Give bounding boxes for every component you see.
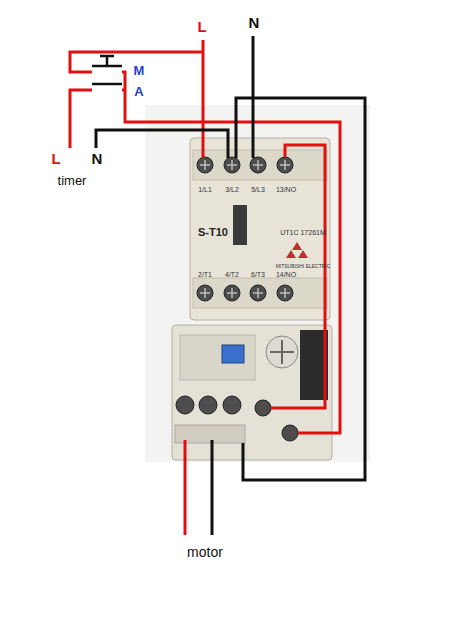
neutral-label: N: [249, 15, 260, 30]
pushbutton-symbol: [92, 56, 122, 66]
terminal-label: 2/T1: [198, 271, 212, 278]
terminal-label: 13/NO: [276, 186, 296, 193]
line-label: L: [197, 19, 206, 34]
current-dial: [266, 336, 298, 368]
terminal-label: 5/L3: [251, 186, 265, 193]
device-label: motor: [187, 545, 223, 559]
black-wires: [96, 36, 365, 535]
terminal-label: 4/T2: [225, 271, 239, 278]
relay-panel: [180, 335, 255, 380]
contact-symbol: [92, 83, 122, 86]
red-wires: [70, 40, 340, 535]
terminal-block: [193, 278, 327, 308]
actuator-slot: [233, 205, 247, 245]
model-name: S-T10: [198, 226, 228, 238]
dial-cross: [270, 340, 294, 364]
terminal-label: 1/L1: [198, 186, 212, 193]
terminal-label: 14/NO: [276, 271, 296, 278]
contactor-body: [190, 138, 330, 320]
terminal-screws: [197, 157, 293, 301]
maker-label: MITSUBISHI ELECTRIC: [276, 264, 331, 269]
reset-button: [222, 345, 244, 363]
maker-logo: [286, 242, 308, 258]
contact-label: M: [134, 64, 145, 77]
overload-relay: [172, 325, 332, 460]
model-label: UT1C 17261M: [280, 229, 326, 236]
neutral-label: N: [92, 151, 103, 166]
terminal-label: 6/T3: [251, 271, 265, 278]
contact-label: A: [134, 85, 143, 98]
line-label: L: [51, 151, 60, 166]
terminal-block: [193, 150, 327, 180]
device-label: timer: [58, 174, 87, 187]
terminal-label: 3/L2: [225, 186, 239, 193]
photo-ground: [145, 105, 370, 462]
